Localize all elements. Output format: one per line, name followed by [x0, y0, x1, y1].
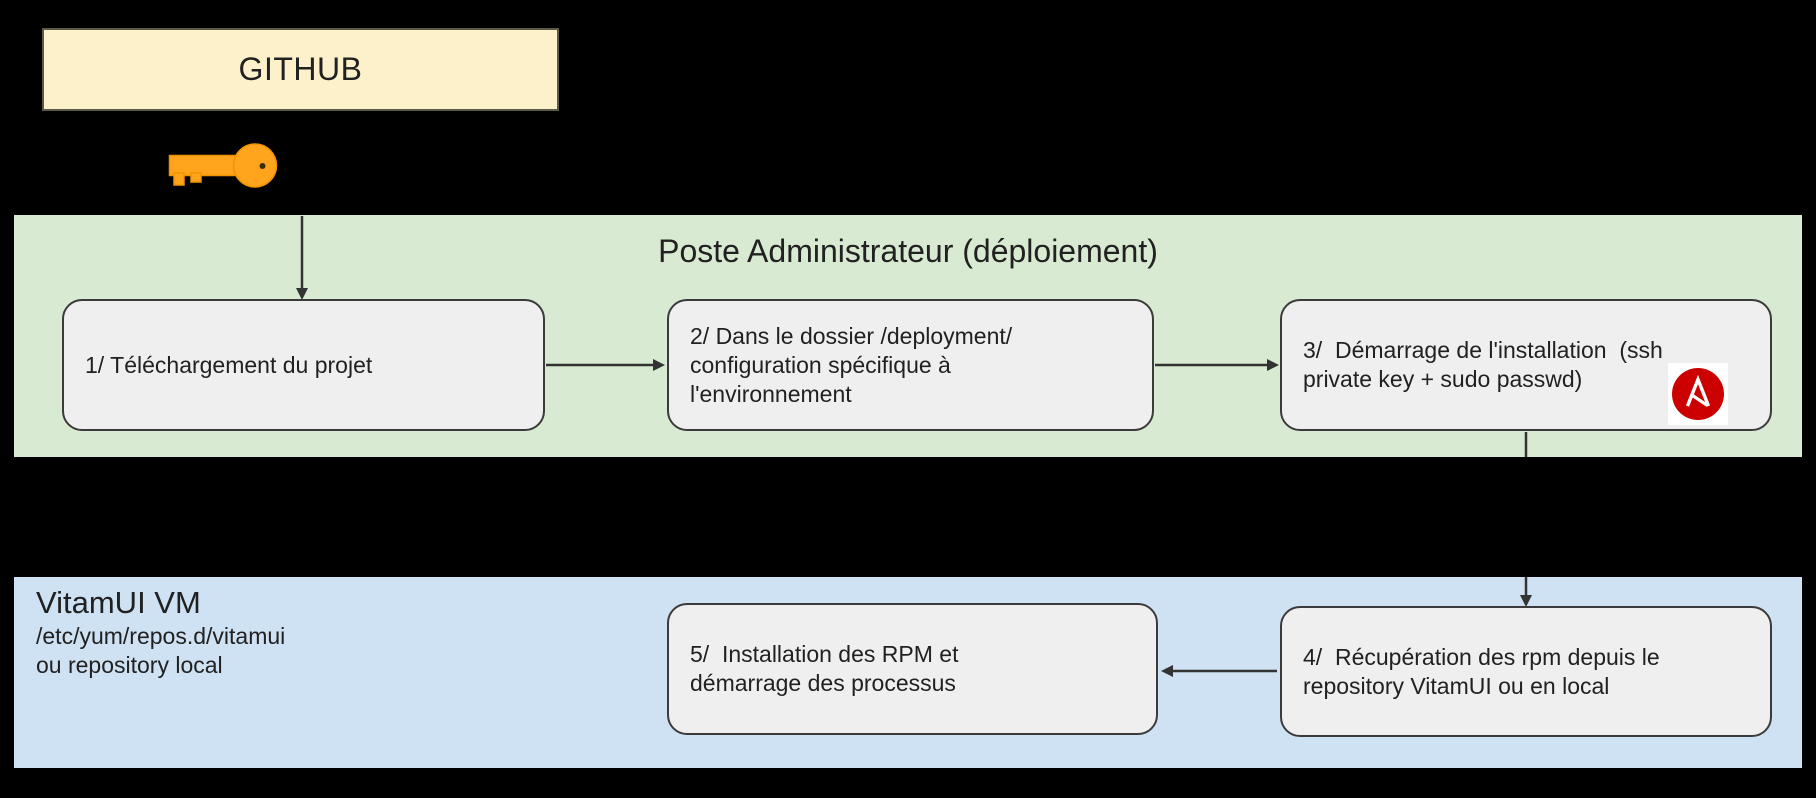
step-box-5: 5/ Installation des RPM et démarrage des…: [667, 603, 1158, 735]
ansible-a-strokes: [1685, 374, 1711, 407]
ansible-logo-icon: [1668, 363, 1728, 425]
key-tooth: [173, 172, 185, 186]
ansible-logo-graphic: [1672, 368, 1724, 420]
vm-section-title: VitamUI VM: [36, 585, 201, 620]
step-box-4: 4/ Récupération des rpm depuis le reposi…: [1280, 606, 1772, 737]
step-1-text: 1/ Téléchargement du projet: [85, 351, 373, 378]
step-5-text: 5/ Installation des RPM et démarrage des…: [690, 641, 959, 696]
step-2-text: 2/ Dans le dossier /deployment/ configur…: [690, 322, 1013, 407]
admin-section-title: Poste Administrateur (déploiement): [658, 233, 1158, 269]
key-icon-graphic: [168, 143, 278, 188]
key-head: [232, 143, 278, 188]
key-tooth: [190, 172, 202, 183]
step-box-1: 1/ Téléchargement du projet: [62, 299, 545, 431]
vm-repo-path: /etc/yum/repos.d/vitamui: [36, 623, 286, 649]
vm-repo-alt: ou repository local: [36, 652, 223, 678]
github-box: GITHUB: [42, 28, 559, 111]
step-4-text: 4/ Récupération des rpm depuis le reposi…: [1303, 643, 1660, 699]
key-icon: [168, 142, 280, 190]
vm-section-info: VitamUI VM /etc/yum/repos.d/vitamui ou r…: [36, 584, 285, 680]
ansible-a-bar: [1691, 394, 1709, 407]
step-3-text: 3/ Démarrage de l'installation (ssh priv…: [1303, 337, 1663, 392]
github-label: GITHUB: [238, 51, 363, 87]
ansible-circle: [1672, 368, 1724, 420]
step-box-2: 2/ Dans le dossier /deployment/ configur…: [667, 299, 1154, 431]
key-hole: [259, 163, 266, 169]
